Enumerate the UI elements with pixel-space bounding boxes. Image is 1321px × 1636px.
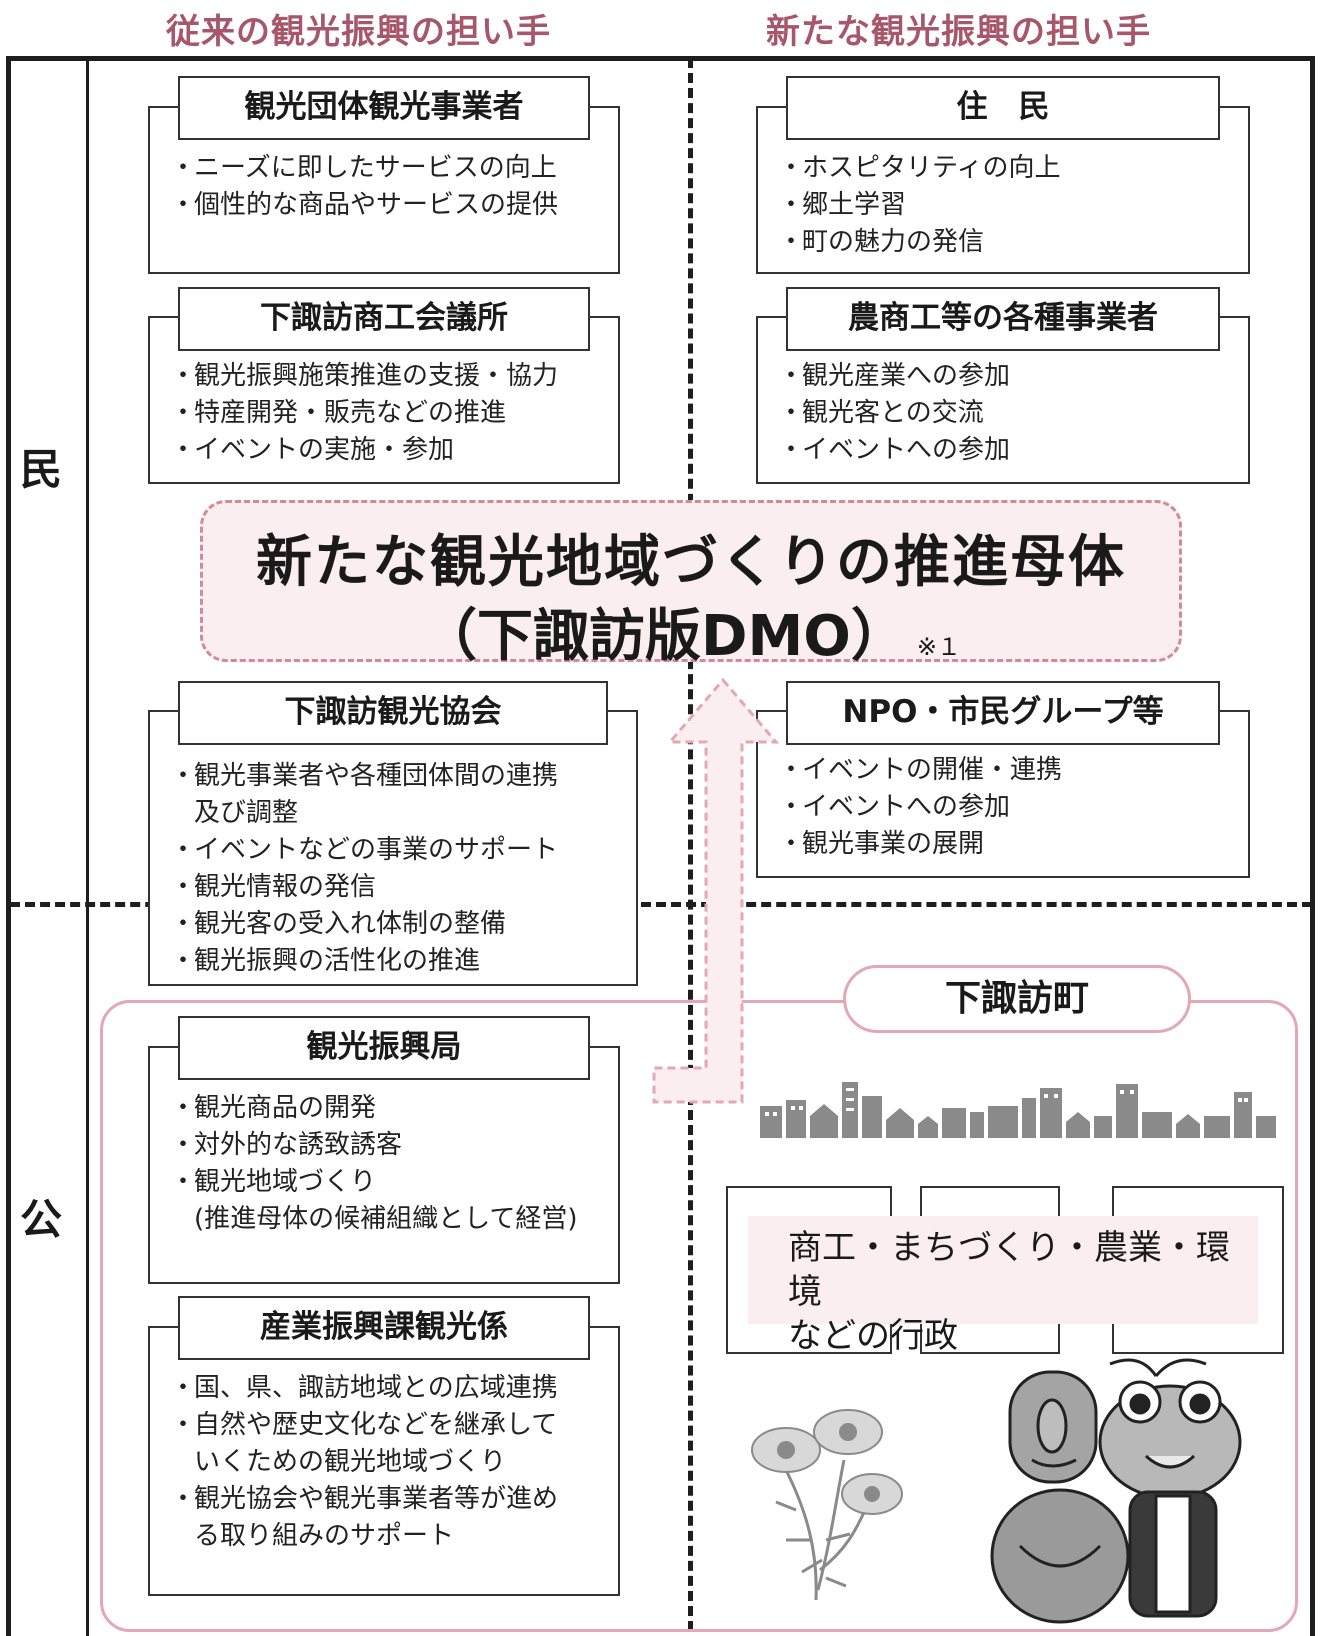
list-item: 町の魅力の発信 xyxy=(778,224,1060,261)
list-item: 観光産業への参加 xyxy=(778,358,1010,395)
box-title: 農商工等の各種事業者 xyxy=(786,287,1220,351)
box-title: 観光振興局 xyxy=(178,1016,590,1080)
town-label: 下諏訪町 xyxy=(843,965,1191,1033)
side-label-private: 民 xyxy=(20,445,63,494)
list-item: ホスピタリティの向上 xyxy=(778,150,1060,187)
header-new: 新たな観光振興の担い手 xyxy=(766,12,1151,52)
header-traditional: 従来の観光振興の担い手 xyxy=(166,12,551,52)
box-title: 観光団体観光事業者 xyxy=(178,76,590,140)
box-title: 下諏訪観光協会 xyxy=(178,681,608,745)
list-item: る取り組みのサポート xyxy=(194,1521,455,1551)
list-item: 観光情報の発信 xyxy=(170,869,558,906)
list-item: 個性的な商品やサービスの提供 xyxy=(170,187,558,224)
administration-line: などの行政 xyxy=(788,1316,958,1356)
box-title: 住 民 xyxy=(786,76,1220,140)
list-item: 観光商品の開発 xyxy=(170,1090,578,1127)
list-item: 観光客との交流 xyxy=(778,395,1010,432)
list-item: 観光振興施策推進の支援・協力 xyxy=(170,358,558,395)
horizontal-dashed-divider xyxy=(10,902,1312,907)
townscape-icon xyxy=(760,1082,1276,1138)
dmo-title: 新たな観光地域づくりの推進母体 xyxy=(256,530,1126,595)
list-item: ニーズに即したサービスの向上 xyxy=(170,150,558,187)
list-item: イベントの実施・参加 xyxy=(170,432,558,469)
list-item: 郷土学習 xyxy=(778,187,1060,224)
list-item: 観光協会や観光事業者等が進め xyxy=(170,1481,558,1518)
box-title: NPO・市民グループ等 xyxy=(786,681,1220,745)
administration-line: 商工・まちづくり・農業・環境 xyxy=(788,1228,1230,1312)
list-item: 対外的な誘致誘客 xyxy=(170,1127,578,1164)
list-item: 観光事業の展開 xyxy=(778,826,1062,863)
vertical-dashed-divider xyxy=(688,58,693,1631)
dmo-central-box: 新たな観光地域づくりの推進母体 （下諏訪版DMO） ※１ xyxy=(200,500,1182,669)
list-item: 観光地域づくり xyxy=(170,1164,578,1201)
diagram-frame xyxy=(6,56,1315,1636)
flower-icon xyxy=(751,1409,903,1601)
dmo-subtitle: （下諏訪版DMO） xyxy=(421,604,907,669)
list-item: イベントの開催・連携 xyxy=(778,752,1062,789)
list-item: (推進母体の候補組織として経営) xyxy=(194,1204,578,1234)
box-title: 下諏訪商工会議所 xyxy=(178,287,590,351)
list-item: 国、県、諏訪地域との広域連携 xyxy=(170,1370,558,1407)
arrow-to-dmo-icon xyxy=(652,677,780,1104)
list-item: 自然や歴史文化などを継承して xyxy=(170,1407,558,1444)
box-tourism-association: 観光事業者や各種団体間の連携 及び調整 イベントなどの事業のサポート 観光情報の… xyxy=(148,710,638,986)
list-item: 及び調整 xyxy=(194,798,299,828)
mascot-characters-icon xyxy=(990,1358,1242,1624)
list-item: 観光客の受入れ体制の整備 xyxy=(170,906,558,943)
list-item: 観光振興の活性化の推進 xyxy=(170,943,558,980)
box-tourism-bureau: 観光商品の開発 対外的な誘致誘客 観光地域づくり (推進母体の候補組織として経営… xyxy=(148,1046,620,1284)
side-label-public: 公 xyxy=(20,1195,63,1244)
side-column-divider xyxy=(86,56,89,1636)
box-industry-section: 国、県、諏訪地域との広域連携 自然や歴史文化などを継承して いくための観光地域づ… xyxy=(148,1326,620,1596)
list-item: イベントへの参加 xyxy=(778,789,1062,826)
list-item: イベントなどの事業のサポート xyxy=(170,832,558,869)
dmo-footnote: ※１ xyxy=(916,633,961,661)
dmo-subtitle-row: （下諏訪版DMO） ※１ xyxy=(203,591,1179,672)
box-title: 産業振興課観光係 xyxy=(178,1296,590,1360)
list-item: 特産開発・販売などの推進 xyxy=(170,395,558,432)
list-item: 観光事業者や各種団体間の連携 xyxy=(170,758,558,795)
list-item: いくための観光地域づくり xyxy=(194,1447,507,1477)
list-item: イベントへの参加 xyxy=(778,432,1010,469)
administration-label: 商工・まちづくり・農業・環境 などの行政 xyxy=(748,1216,1258,1356)
